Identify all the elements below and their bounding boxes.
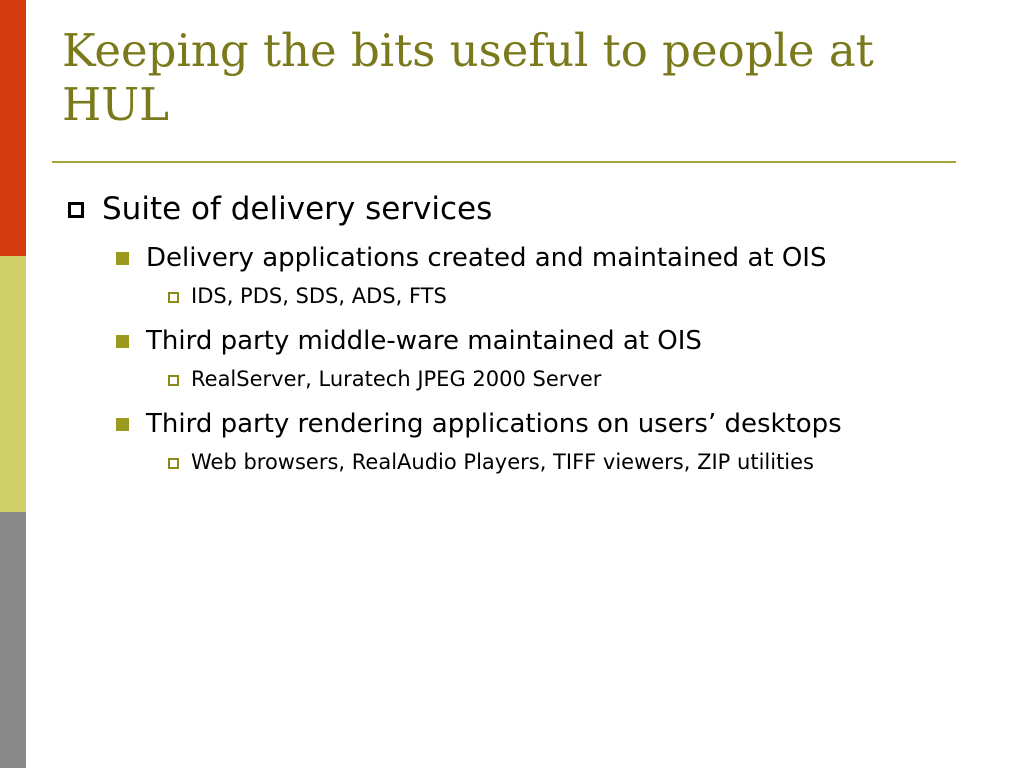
slide-title: Keeping the bits useful to people at HUL xyxy=(62,24,874,131)
hollow-square-bullet-icon xyxy=(68,202,84,218)
slide-content: Suite of delivery services Delivery appl… xyxy=(62,188,952,479)
filled-square-bullet-icon xyxy=(116,335,129,348)
bullet-text: Suite of delivery services xyxy=(102,191,493,227)
bullet-text: IDS, PDS, SDS, ADS, FTS xyxy=(191,284,447,308)
side-bar-gray xyxy=(0,512,26,768)
bullet-text: Web browsers, RealAudio Players, TIFF vi… xyxy=(191,450,814,474)
bullet-text: RealServer, Luratech JPEG 2000 Server xyxy=(191,367,602,391)
side-bar-olive xyxy=(0,256,26,512)
hollow-square-bullet-icon xyxy=(168,375,179,386)
bullet-item-level2: Third party rendering applications on us… xyxy=(114,404,952,444)
bullet-text: Delivery applications created and mainta… xyxy=(146,243,827,273)
bullet-item-level2: Third party middle-ware maintained at OI… xyxy=(114,321,952,361)
bullet-item-level3: IDS, PDS, SDS, ADS, FTS xyxy=(166,280,952,313)
bullet-item-level2: Delivery applications created and mainta… xyxy=(114,238,952,278)
side-bar-red xyxy=(0,0,26,256)
bullet-text: Third party middle-ware maintained at OI… xyxy=(146,326,702,356)
bullet-text: Third party rendering applications on us… xyxy=(146,409,842,439)
filled-square-bullet-icon xyxy=(116,418,129,431)
bullet-item-level1: Suite of delivery services xyxy=(62,188,952,230)
hollow-square-bullet-icon xyxy=(168,292,179,303)
bullet-item-level3: RealServer, Luratech JPEG 2000 Server xyxy=(166,363,952,396)
filled-square-bullet-icon xyxy=(116,252,129,265)
bullet-item-level3: Web browsers, RealAudio Players, TIFF vi… xyxy=(166,446,952,479)
hollow-square-bullet-icon xyxy=(168,458,179,469)
title-divider xyxy=(52,161,956,163)
